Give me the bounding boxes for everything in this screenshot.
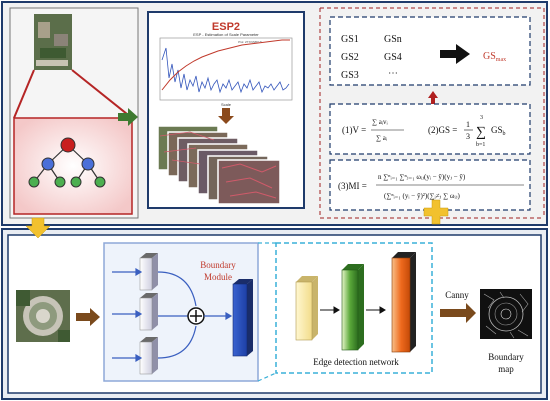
formula-1-numerator: ∑ aᵢvᵢ (372, 118, 388, 126)
formula-2-sum-bottom: b=1 (476, 142, 485, 148)
esp-roc-line (161, 47, 290, 94)
boundary-map-label: map (498, 364, 514, 374)
edge-arrow (320, 306, 340, 314)
canny-arrow-icon (440, 303, 476, 323)
module-to-edge-dashed (257, 372, 277, 382)
formula-box-top (329, 103, 531, 155)
edge-block-orange (391, 252, 416, 353)
tree-node (81, 157, 95, 171)
formula-3-numerator: n ∑ⁿᵢ₌₁ ∑ⁿⱼ₌₁ ωᵢⱼ(yᵢ − ȳ)(yⱼ − ȳ) (378, 173, 466, 181)
boundary-map-label: Boundary (488, 352, 524, 362)
formula-1-label: (1)V = (342, 125, 366, 135)
yellow-down-arrow-icon (25, 217, 51, 239)
gs-item: GS2 (341, 52, 359, 63)
tree-leaf-node (54, 176, 66, 188)
gs-box (329, 16, 531, 86)
formula-2-frac-num: 1 (466, 120, 470, 129)
input-arrows (112, 267, 143, 363)
input-aerial-image (16, 290, 70, 342)
sum-to-output-arrow (204, 311, 233, 321)
zoom-line-right (71, 69, 133, 119)
zoom-line-left (13, 69, 35, 119)
esp2-title: ESP2 (212, 21, 240, 33)
esp-plot-area (159, 37, 293, 101)
esp-lv-line (161, 39, 290, 91)
tree-root-node (60, 137, 76, 153)
gs-item: GS3 (341, 70, 359, 81)
esp-down-arrow-icon (218, 108, 234, 124)
edge-block-green (341, 264, 364, 351)
gs-item: ⋯ (388, 68, 398, 79)
module-output-block (232, 279, 253, 357)
segmentation-stack (157, 125, 281, 205)
merge-curves (157, 271, 197, 359)
boundary-module-label: Boundary (200, 260, 236, 270)
edge-detection-label: Edge detection network (313, 357, 399, 367)
canny-label: Canny (445, 290, 469, 300)
esp-x-label: Scale (221, 102, 232, 107)
red-up-arrow-icon (428, 91, 438, 104)
esp-plot-subtitle: Plot: ZTXNNBO.5 (238, 40, 262, 44)
formula-2-term: GSb (491, 125, 506, 137)
gs-item: GS1 (341, 34, 359, 45)
formula-3-denominator: (∑ⁿᵢ₌₁ (yᵢ − ȳ)²)(∑ᵢ≠ⱼ ∑ ωᵢⱼ) (384, 192, 460, 200)
formula-2-sum-top: 3 (480, 115, 483, 121)
brown-arrow-icon (76, 308, 100, 326)
boundary-module-label: Module (204, 272, 232, 282)
boundary-map-image (480, 289, 532, 339)
gs-item: GSn (384, 34, 402, 45)
right-arrow-icon (440, 44, 470, 64)
formula-1-denominator: ∑ aᵢ (376, 134, 388, 142)
gs-item: GS4 (384, 52, 402, 63)
feature-block (139, 253, 158, 291)
tree-leaf-node (28, 176, 40, 188)
formula-2-frac-den: 3 (466, 132, 470, 141)
formula-2-sum-sign: ∑ (476, 125, 486, 140)
formula-3-label: (3)MI = (338, 181, 367, 191)
esp-plot-title: ESP - Estimation of Scale Parameter (193, 32, 259, 37)
tree-node (41, 157, 55, 171)
tree-leaf-node (70, 176, 82, 188)
gs-max-result: GSmax (483, 51, 506, 63)
feature-block (139, 293, 158, 331)
feature-block (139, 337, 158, 375)
hierarchy-box (13, 117, 133, 215)
edge-block-cream (295, 276, 318, 341)
edge-arrow (366, 306, 386, 314)
formula-2-label: (2)GS = (428, 125, 457, 135)
tree-leaf-node (94, 176, 106, 188)
aerial-thumbnail (34, 14, 72, 70)
yellow-plus-icon (423, 199, 449, 225)
green-arrow-icon (118, 108, 138, 126)
